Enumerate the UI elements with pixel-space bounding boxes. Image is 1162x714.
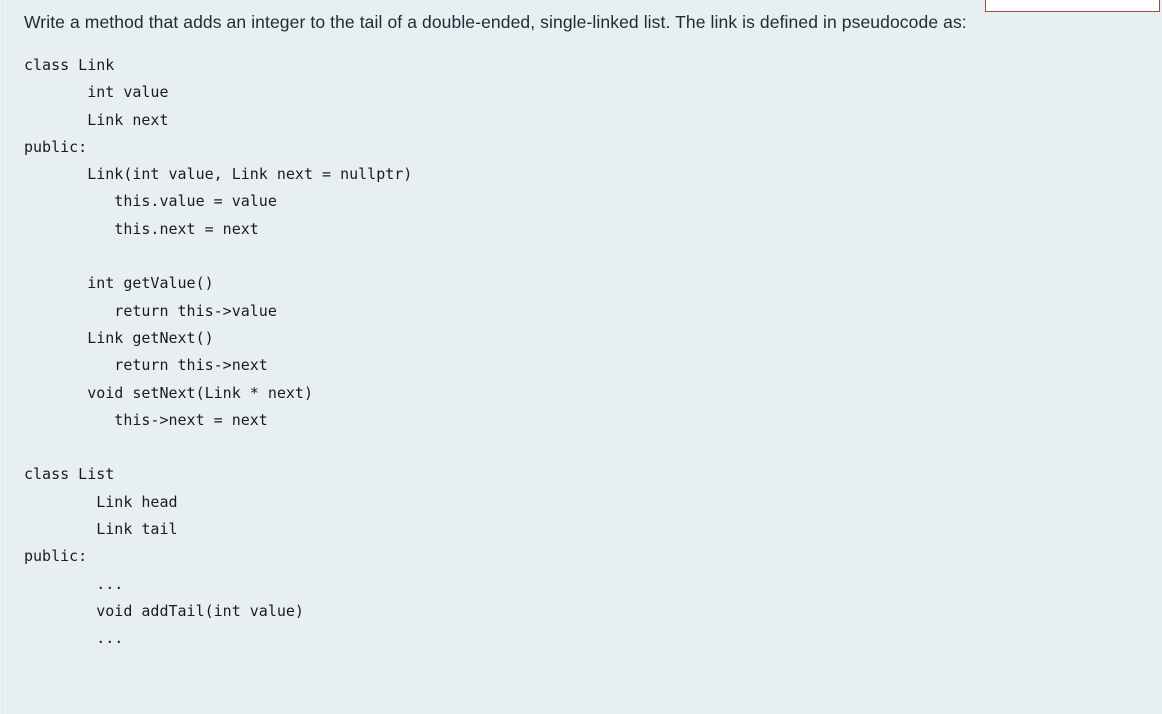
pseudocode-block: class Link int value Link next public: Li…: [24, 52, 1152, 653]
code-line: Link tail: [24, 520, 178, 539]
code-line: void setNext(Link * next): [24, 383, 313, 402]
code-line: this->next = next: [24, 410, 268, 429]
code-line: class Link: [24, 56, 115, 74]
code-line: ...: [24, 629, 124, 648]
code-line: return this->value: [24, 301, 277, 320]
code-line: int getValue(): [24, 274, 214, 293]
code-line: this.value = value: [24, 192, 277, 211]
code-line: public:: [24, 137, 88, 156]
question-prompt-text: Write a method that adds an integer to t…: [24, 12, 967, 32]
code-line: Link head: [24, 492, 178, 511]
left-margin-rule: [5, 0, 6, 714]
content-column: Write a method that adds an integer to t…: [24, 12, 1152, 653]
code-line: void addTail(int value): [24, 601, 304, 620]
code-line: return this->next: [24, 356, 268, 375]
code-line: int value: [24, 83, 169, 102]
code-line: public:: [24, 547, 88, 566]
code-line: [24, 243, 1152, 270]
code-line: this.next = next: [24, 219, 259, 238]
cropped-red-bordered-box[interactable]: [985, 0, 1160, 12]
code-line: [24, 434, 1152, 461]
code-line: Link(int value, Link next = nullptr): [24, 165, 413, 184]
code-line: Link getNext(): [24, 328, 214, 347]
code-line: class List: [24, 465, 115, 484]
code-line: ...: [24, 574, 124, 593]
code-line: Link next: [24, 110, 169, 129]
